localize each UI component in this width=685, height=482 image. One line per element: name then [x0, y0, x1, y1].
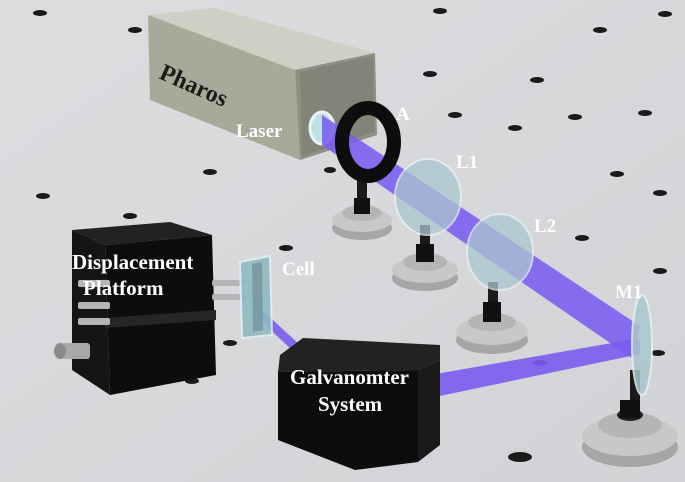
lens2-label: L2	[534, 216, 556, 237]
galvanometer-system	[278, 338, 440, 470]
mirror1	[631, 294, 653, 396]
sample-cell	[238, 254, 274, 340]
lens2-mount	[456, 282, 528, 354]
mirror1-mount	[582, 370, 678, 467]
beam-mirror-to-galvo	[430, 338, 640, 398]
aperture-label: A	[396, 104, 410, 125]
lens1	[394, 158, 462, 236]
aperture-mount	[332, 178, 392, 240]
lens2	[466, 213, 534, 291]
lens1-mount	[392, 225, 458, 291]
galvo-label-line1: Galvanomter	[290, 365, 409, 389]
laser-label: Laser	[236, 121, 283, 142]
displacement-label-line2: Platform	[83, 276, 164, 300]
displacement-platform	[54, 222, 246, 395]
mirror1-label: M1	[615, 282, 642, 303]
cell-label: Cell	[282, 259, 315, 280]
lens1-label: L1	[456, 152, 478, 173]
galvo-label-line2: System	[318, 392, 383, 416]
aperture	[335, 101, 401, 183]
displacement-label-line1: Displacement	[72, 250, 193, 274]
